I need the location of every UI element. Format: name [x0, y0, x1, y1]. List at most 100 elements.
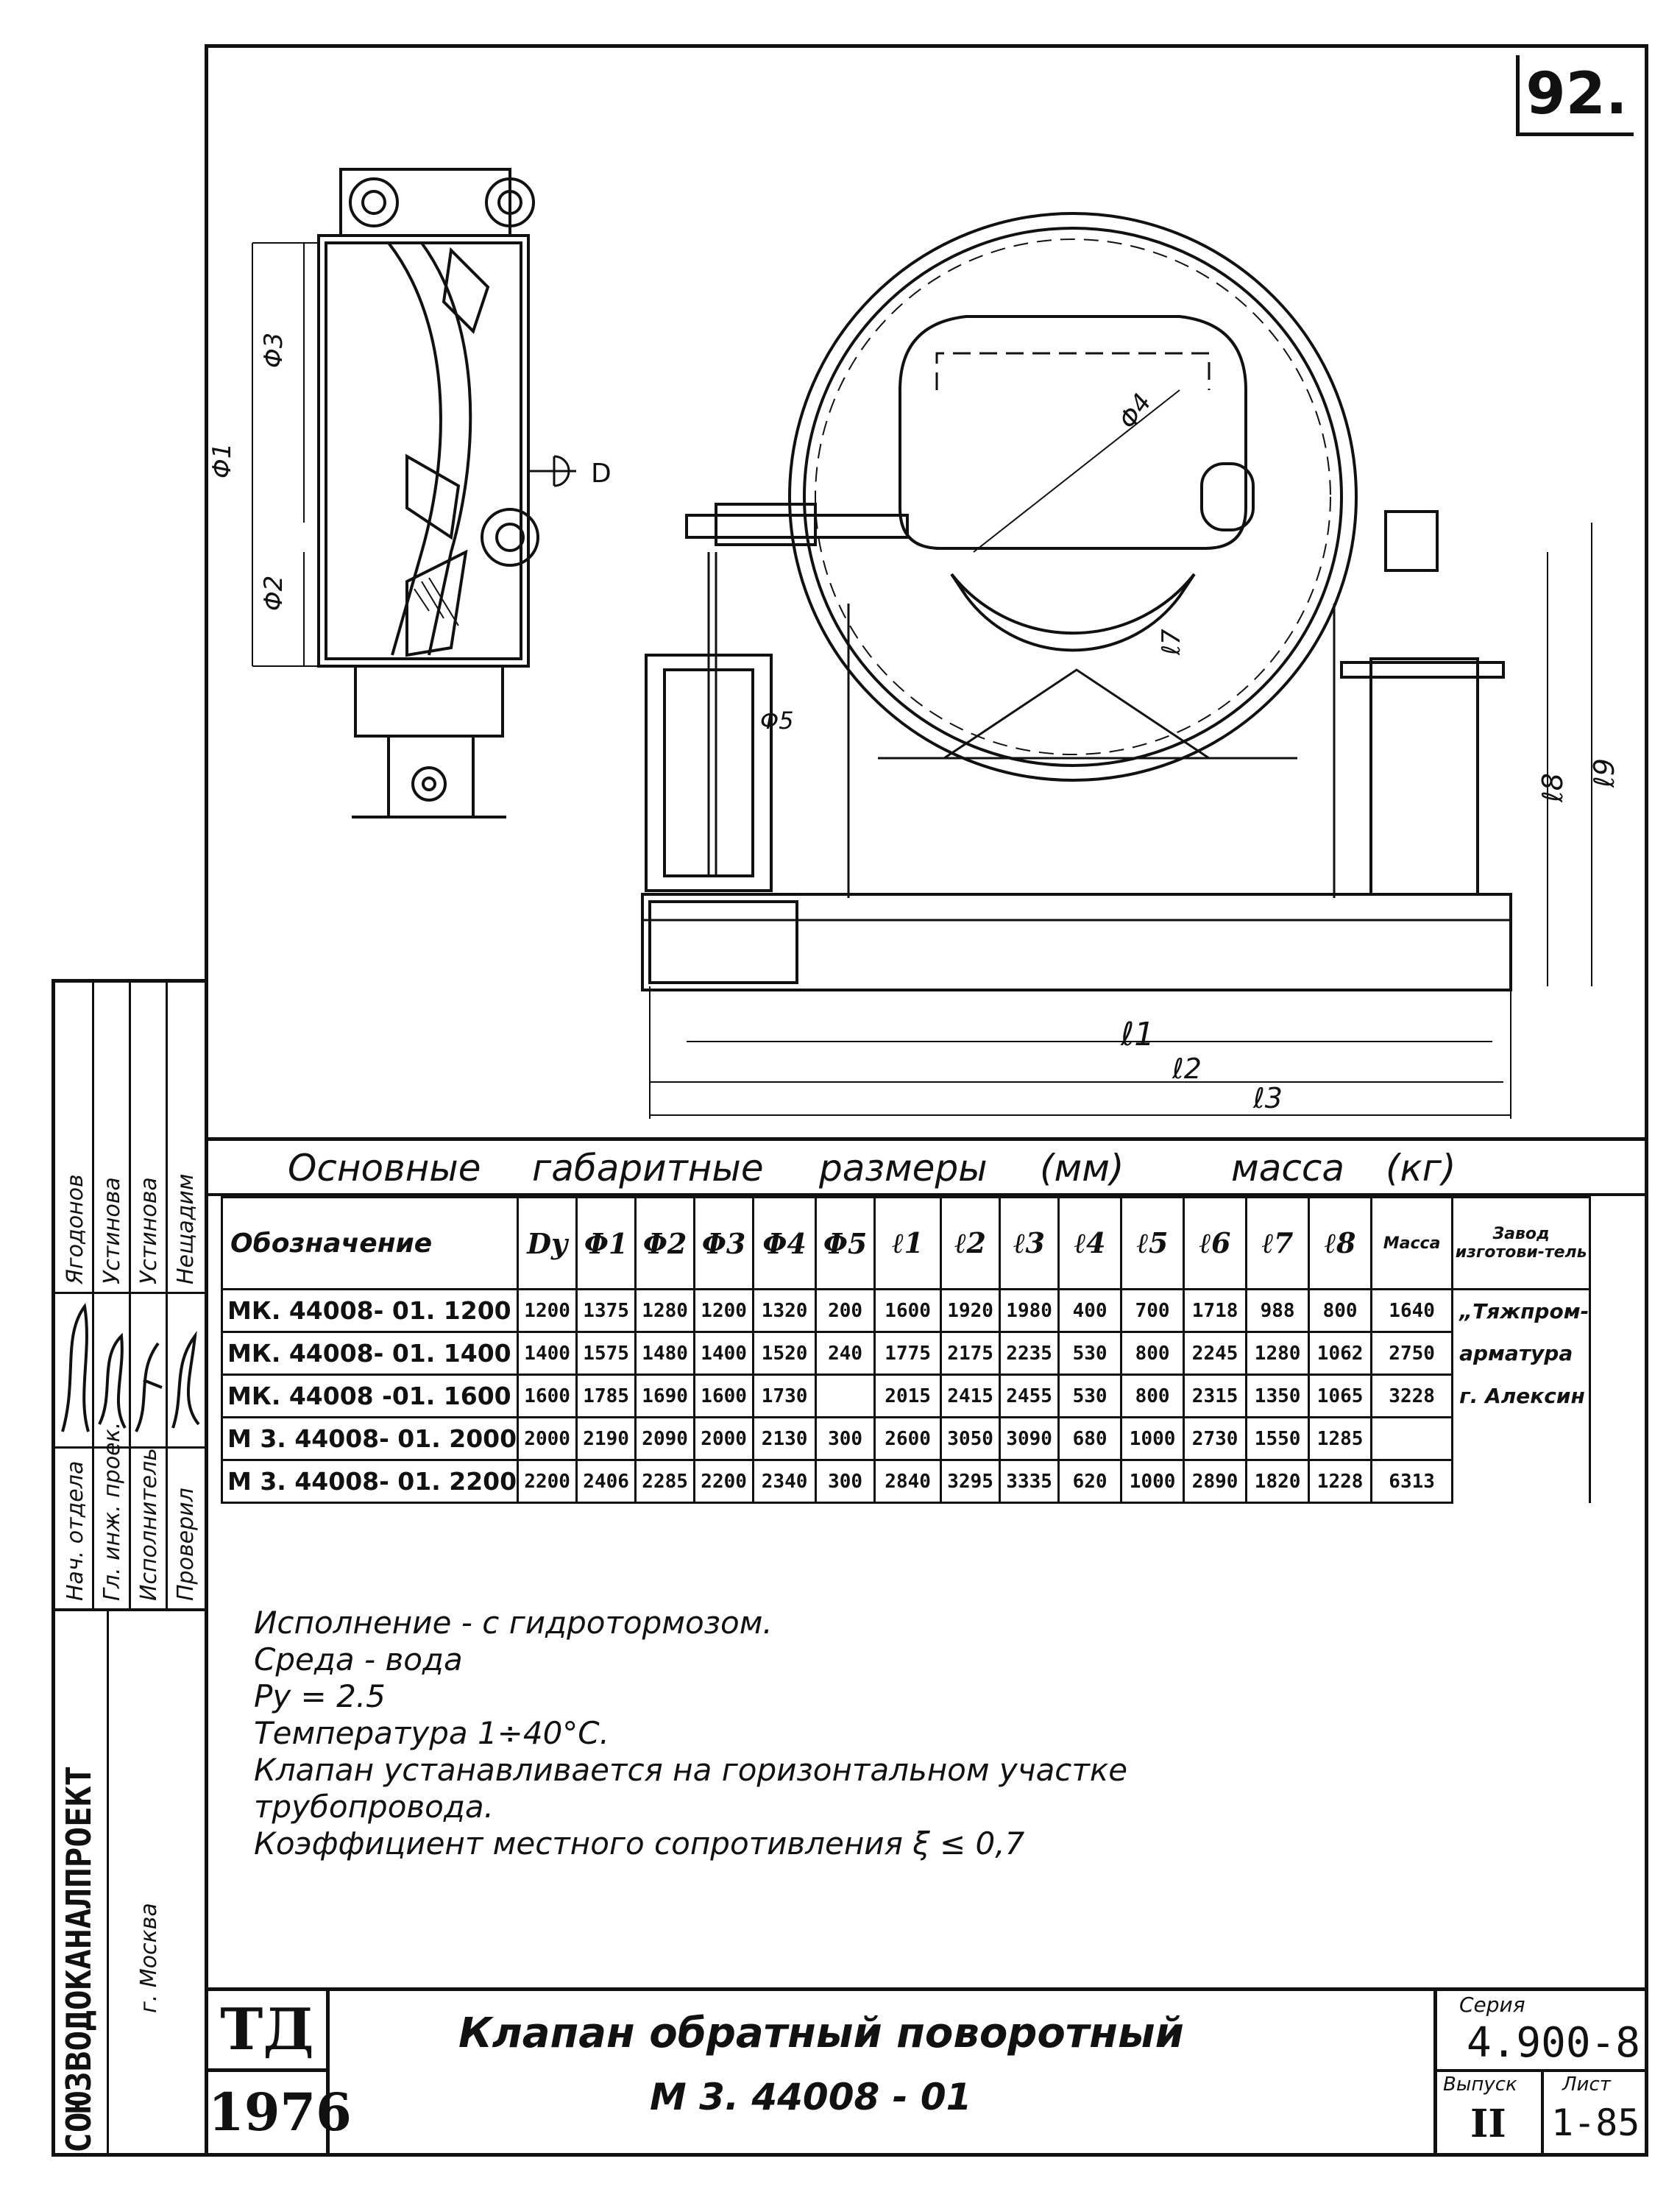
table-cell: [1370, 1416, 1454, 1461]
series-value: 4.900-8: [1467, 2019, 1641, 2067]
issue-box: Выпуск II: [1433, 2072, 1544, 2153]
table-cell: 800: [1120, 1331, 1185, 1376]
table-cell: 3050: [940, 1416, 1002, 1461]
note-line: Клапан устанавливается на горизонтальном…: [254, 1752, 1128, 1788]
table-cell: 2406: [575, 1459, 637, 1504]
table-cell: 1820: [1245, 1459, 1311, 1504]
td-cell: ТД: [208, 1991, 330, 2072]
note-line: трубопровода.: [254, 1789, 494, 1825]
table-header-row: Обозначение Dy Φ1 Φ2 Φ3 Φ4 Φ5 ℓ1 ℓ2 ℓ3 ℓ…: [220, 1196, 1592, 1290]
table-cell: 2455: [999, 1373, 1060, 1418]
label-phi5: Φ5: [760, 707, 794, 735]
cell-designation: М 3. 44008- 01. 2000: [220, 1416, 520, 1461]
table-cell: 3295: [940, 1459, 1002, 1504]
table-cell: 2200: [693, 1459, 755, 1504]
header-l6: ℓ6: [1183, 1196, 1248, 1290]
cell-designation: М 3. 44008- 01. 2200: [220, 1459, 520, 1504]
table-cell: 530: [1057, 1373, 1123, 1418]
title-word-6: (кг): [1386, 1147, 1456, 1189]
table-cell: 1480: [634, 1331, 696, 1376]
table-cell: 2000: [517, 1416, 578, 1461]
table-cell: 1200: [517, 1288, 578, 1333]
stamp-city: г. Москва: [136, 1903, 162, 2013]
series-box: Серия 4.900-8: [1433, 1991, 1645, 2072]
note-line: Исполнение - с гидротормозом.: [254, 1605, 773, 1641]
label-phi3: Φ3: [259, 333, 288, 368]
note-line: Коэффициент местного сопротивления ξ ≤ 0…: [254, 1825, 1025, 1862]
table-cell: 988: [1245, 1288, 1311, 1333]
issue-value: II: [1470, 2101, 1506, 2146]
table-cell: 2190: [575, 1416, 637, 1461]
table-cell: 1730: [752, 1373, 818, 1418]
table-cell: 400: [1057, 1288, 1123, 1333]
header-dy: Dy: [517, 1196, 578, 1290]
title-word-5: масса: [1231, 1147, 1344, 1189]
cell-plant: [1452, 1417, 1592, 1460]
valve-drawing: Φ1 Φ2 Φ3 D Φ4 Φ5 ℓ1 ℓ2 ℓ3 ℓ7 ℓ8 ℓ9: [208, 168, 1620, 1119]
table-cell: 300: [815, 1459, 876, 1504]
table-cell: 1375: [575, 1288, 637, 1333]
note-line: Среда - вода: [254, 1641, 463, 1677]
table-cell: 2130: [752, 1416, 818, 1461]
table-cell: 1690: [634, 1373, 696, 1418]
stamp-name-3: Устинова: [136, 1177, 162, 1284]
dimensions-table: Обозначение Dy Φ1 Φ2 Φ3 Φ4 Φ5 ℓ1 ℓ2 ℓ3 ℓ…: [220, 1196, 1592, 1504]
sheet-box: Лист 1-85: [1544, 2072, 1645, 2153]
label-l9: ℓ9: [1588, 758, 1620, 788]
header-phi5: Φ5: [815, 1196, 876, 1290]
table-cell: 2245: [1183, 1331, 1248, 1376]
title-word-2: габаритные: [532, 1147, 764, 1189]
title-word-4: (мм): [1040, 1147, 1124, 1189]
table-cell: 1062: [1308, 1331, 1373, 1376]
table-cell: 1550: [1245, 1416, 1311, 1461]
stamp-name-2: Устинова: [99, 1177, 125, 1284]
notes: Исполнение - с гидротормозом. Среда - во…: [254, 1605, 1127, 1862]
table-cell: 2200: [517, 1459, 578, 1504]
label-l3: ℓ3: [1252, 1082, 1283, 1114]
stamp-role-2: Гл. инж. проек.: [99, 1421, 125, 1601]
header-l1: ℓ1: [873, 1196, 943, 1290]
table-cell: 1320: [752, 1288, 818, 1333]
table-cell: 2000: [693, 1416, 755, 1461]
table-cell: [815, 1373, 876, 1418]
table-cell: 1200: [693, 1288, 755, 1333]
cell-plant: арматура: [1452, 1332, 1592, 1375]
header-l7: ℓ7: [1245, 1196, 1311, 1290]
stamp-name-4: Нещадим: [173, 1173, 199, 1284]
table-cell: 2890: [1183, 1459, 1248, 1504]
table-cell: 2175: [940, 1331, 1002, 1376]
side-view: [252, 168, 576, 819]
table-cell: 1280: [634, 1288, 696, 1333]
note-line: Py = 2.5: [254, 1678, 386, 1714]
stamp-role-3: Исполнитель: [136, 1448, 162, 1601]
table-cell: 1575: [575, 1331, 637, 1376]
table-cell: 1400: [693, 1331, 755, 1376]
label-phi1: Φ1: [208, 443, 237, 478]
table-cell: 1980: [999, 1288, 1060, 1333]
table-cell: 2730: [1183, 1416, 1248, 1461]
cell-designation: МК. 44008- 01. 1200: [220, 1288, 520, 1333]
label-l1: ℓ1: [1120, 1016, 1155, 1053]
header-l2: ℓ2: [940, 1196, 1002, 1290]
header-phi1: Φ1: [575, 1196, 637, 1290]
table-cell: 240: [815, 1331, 876, 1376]
table-cell: 530: [1057, 1331, 1123, 1376]
table-cell: 1000: [1120, 1459, 1185, 1504]
table-cell: 1000: [1120, 1416, 1185, 1461]
header-phi3: Φ3: [693, 1196, 755, 1290]
cell-plant: „Тяжпром-: [1452, 1289, 1592, 1332]
table-cell: 620: [1057, 1459, 1123, 1504]
table-cell: 1400: [517, 1331, 578, 1376]
table-cell: 2285: [634, 1459, 696, 1504]
table-cell: 2840: [873, 1459, 943, 1504]
issue-label: Выпуск: [1443, 2073, 1517, 2096]
table-cell: 2750: [1370, 1331, 1454, 1376]
note-line: Температура 1÷40°С.: [254, 1715, 609, 1751]
table-cell: 3335: [999, 1459, 1060, 1504]
title-block: ТД 1976 Клапан обратный поворотный М 3. …: [208, 1987, 1645, 2153]
table-cell: 1600: [873, 1288, 943, 1333]
